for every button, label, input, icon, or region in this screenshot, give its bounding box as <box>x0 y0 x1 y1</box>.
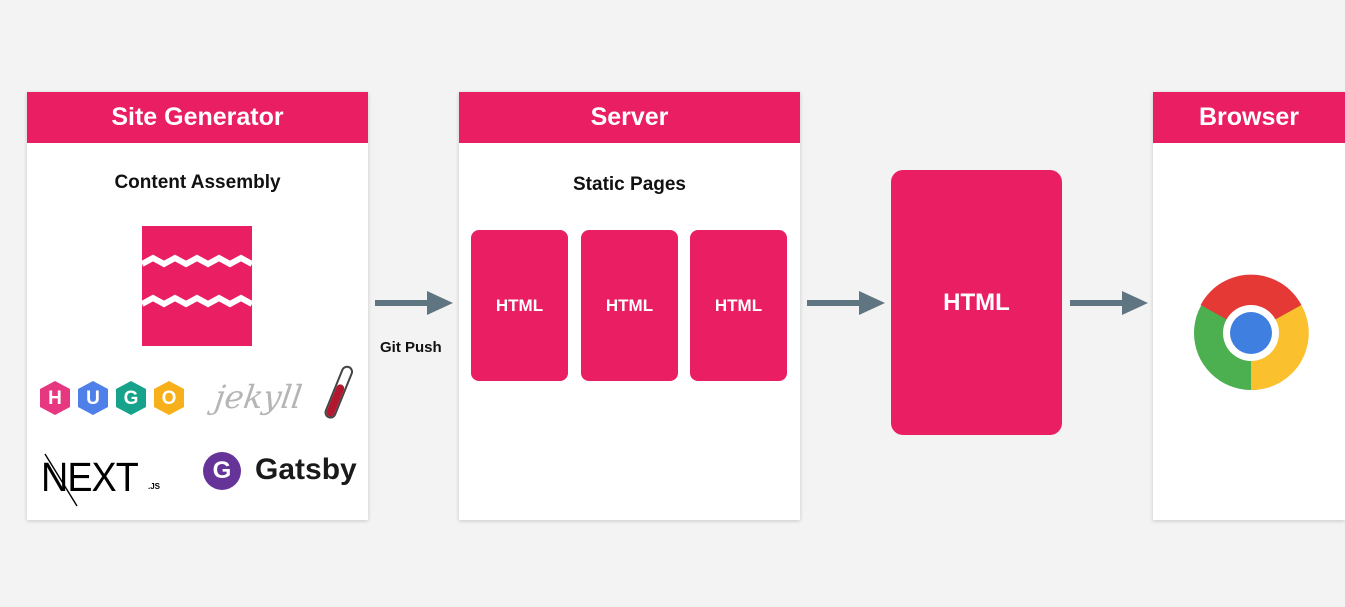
static-page-card: HTML <box>581 230 678 381</box>
hugo-logo: H U G O <box>39 380 189 416</box>
browser-panel: Browser <box>1153 92 1345 520</box>
hugo-letter-o: O <box>161 388 177 409</box>
gatsby-mark-letter: G <box>212 457 232 484</box>
server-title: Server <box>459 92 800 143</box>
git-push-label: Git Push <box>380 339 442 356</box>
nextjs-suffix: .JS <box>148 482 161 491</box>
jekyll-logo: jekyll <box>212 362 363 426</box>
hugo-letter-g: G <box>123 388 139 409</box>
static-pages-label: Static Pages <box>573 174 686 195</box>
static-page-card: HTML <box>690 230 787 381</box>
chrome-icon <box>1194 274 1309 391</box>
server-panel: Server Static Pages HTML HTML HTML <box>459 92 800 520</box>
gatsby-mark: G <box>203 452 241 490</box>
site-generator-panel: Site Generator Content Assembly H U G O … <box>27 92 368 520</box>
test-tube-icon <box>324 365 353 419</box>
content-assembly-label: Content Assembly <box>114 172 281 193</box>
delivered-html-card: HTML <box>891 170 1062 435</box>
content-assembly-icon <box>142 226 252 346</box>
hugo-letter-u: U <box>86 388 100 409</box>
nextjs-logo: NEXT .JS <box>39 448 169 510</box>
nextjs-wordmark: NEXT <box>41 454 139 500</box>
gatsby-logo: G Gatsby <box>201 450 361 494</box>
arrow-right-icon <box>375 291 453 315</box>
arrow-right-icon <box>807 291 885 315</box>
site-generator-title: Site Generator <box>27 92 368 143</box>
browser-title: Browser <box>1153 92 1345 143</box>
arrow-right-icon <box>1070 291 1148 315</box>
jekyll-wordmark: jekyll <box>212 378 305 416</box>
static-page-card: HTML <box>471 230 568 381</box>
hugo-letter-h: H <box>48 388 62 409</box>
gatsby-wordmark: Gatsby <box>255 453 357 486</box>
